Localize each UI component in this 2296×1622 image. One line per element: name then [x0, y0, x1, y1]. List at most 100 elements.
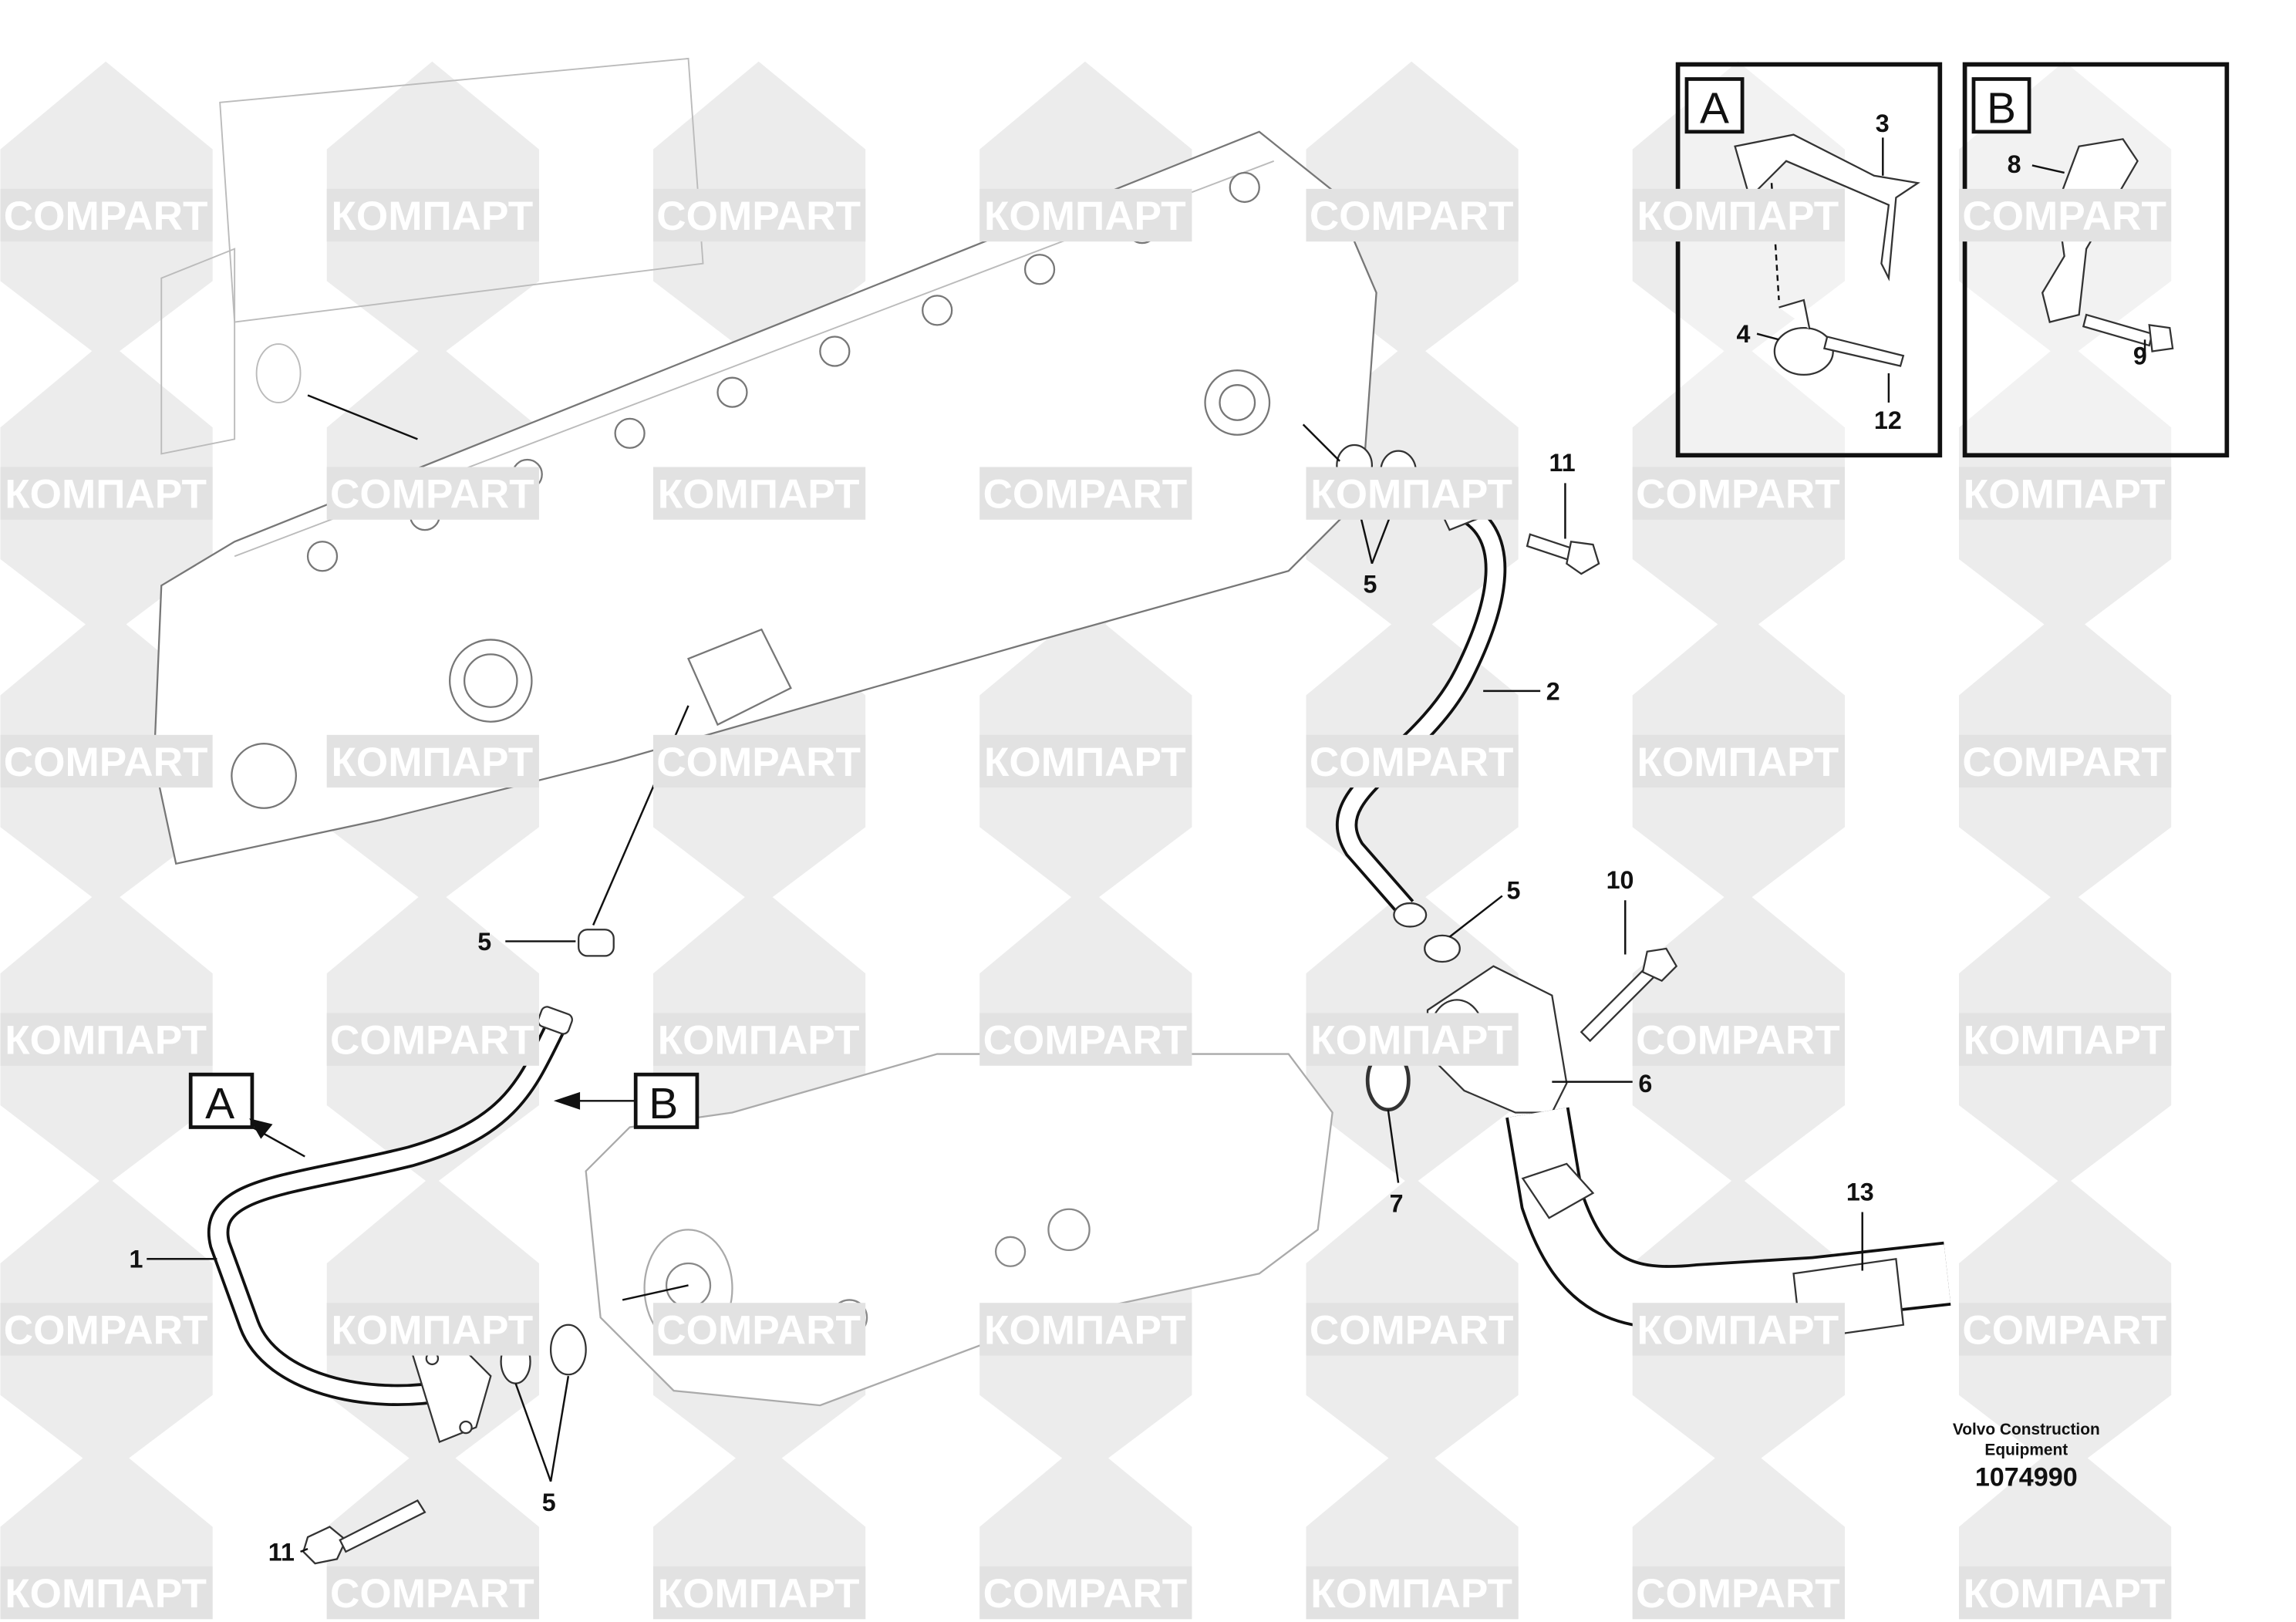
callout-6: 6 — [1638, 1070, 1652, 1098]
watermark-band — [979, 1303, 1192, 1356]
svg-text:A: A — [205, 1079, 234, 1128]
callout-11: 11 — [268, 1538, 295, 1566]
callout-12: 12 — [1874, 406, 1902, 434]
manufacturer-line-2: Equipment — [1984, 1442, 2068, 1459]
svg-text:B: B — [1987, 83, 2016, 133]
watermark-text: COMPART — [330, 1571, 534, 1617]
head-bolt-boss — [819, 336, 851, 367]
callout-11: 11 — [1549, 449, 1576, 477]
view-b-marker: B — [553, 1072, 700, 1129]
watermark-text: COMPART — [1636, 472, 1840, 518]
watermark-text: КОМПАРТ — [1964, 1571, 2166, 1617]
watermark-band — [1632, 734, 1845, 788]
detail-inset-b: B 8 9 — [1962, 62, 2230, 458]
watermark-text: COMPART — [1962, 1307, 2166, 1353]
watermark-text: COMPART — [983, 1571, 1188, 1617]
watermark-band — [326, 1013, 539, 1066]
callout-1: 1 — [129, 1246, 143, 1273]
watermark-band — [652, 188, 866, 242]
watermark-text: КОМПАРТ — [5, 1571, 207, 1617]
watermark-band — [1632, 188, 1845, 242]
watermark-text: COMPART — [656, 740, 861, 785]
head-bolt-boss — [922, 295, 953, 326]
watermark-text: КОМПАРТ — [1310, 1571, 1512, 1617]
watermark-text: COMPART — [1962, 740, 2166, 785]
watermark-band — [1306, 1303, 1519, 1356]
head-bolt-boss — [306, 541, 339, 572]
drawing-footer: Volvo Construction Equipment 1074990 — [1953, 1421, 2100, 1492]
watermark-text: КОМПАРТ — [984, 740, 1186, 785]
watermark-text: COMPART — [4, 740, 208, 785]
watermark-text: КОМПАРТ — [658, 472, 860, 518]
watermark-text: COMPART — [4, 1307, 208, 1353]
callout-10: 10 — [1607, 866, 1634, 894]
callout-13: 13 — [1846, 1178, 1874, 1206]
callout-5: 5 — [1364, 571, 1377, 599]
seal-ring — [1424, 934, 1461, 963]
manufacturer-line-1: Volvo Construction — [1953, 1421, 2100, 1438]
watermark-text: КОМПАРТ — [1637, 740, 1839, 785]
watermark-text: КОМПАРТ — [984, 1307, 1186, 1353]
bolt-11-upper — [1526, 533, 1600, 575]
watermark-band — [1632, 1013, 1845, 1066]
watermark-text: COMPART — [330, 1018, 534, 1064]
watermark-band — [652, 1013, 866, 1066]
watermark-text: КОМПАРТ — [1637, 194, 1839, 239]
watermark-band — [0, 734, 213, 788]
callout-2: 2 — [1546, 677, 1560, 705]
head-bolt-boss — [1229, 171, 1260, 204]
watermark-band — [1959, 1566, 2172, 1620]
callout-7: 7 — [1390, 1190, 1404, 1218]
watermark-text: COMPART — [1310, 194, 1514, 239]
watermark-band — [652, 1566, 866, 1620]
view-a-marker: A — [188, 1072, 305, 1158]
watermark-text: COMPART — [656, 1307, 861, 1353]
watermark-band — [1959, 734, 2172, 788]
watermark-band — [1306, 467, 1519, 520]
watermark-band — [326, 188, 539, 242]
watermark-text: КОМПАРТ — [1310, 472, 1512, 518]
watermark-band — [0, 188, 213, 242]
svg-text:A: A — [1700, 83, 1729, 133]
watermark-band — [652, 1303, 866, 1356]
watermark-band — [652, 734, 866, 788]
watermark-text: КОМПАРТ — [984, 194, 1186, 239]
seal-ring — [549, 1324, 587, 1376]
watermark-band — [0, 1566, 213, 1620]
callout-9: 9 — [2133, 342, 2147, 370]
watermark-band — [0, 467, 213, 520]
watermark-text: КОМПАРТ — [5, 1018, 207, 1064]
watermark-text: COMPART — [1310, 1307, 1514, 1353]
bolt-11-lower — [302, 1499, 426, 1565]
bolt-10 — [1580, 947, 1678, 1043]
watermark-band — [979, 467, 1192, 520]
watermark-text: КОМПАРТ — [332, 740, 534, 785]
callout-8: 8 — [2008, 150, 2021, 178]
watermark-text: COMPART — [330, 472, 534, 518]
detail-inset-a: A 3 4 12 — [1675, 62, 1943, 458]
watermark-text: КОМПАРТ — [332, 194, 534, 239]
watermark-text: COMPART — [1962, 194, 2166, 239]
watermark-band — [1306, 734, 1519, 788]
watermark-text: КОМПАРТ — [5, 472, 207, 518]
watermark-text: КОМПАРТ — [1310, 1018, 1512, 1064]
watermark-text: COMPART — [983, 1018, 1188, 1064]
callout-5: 5 — [477, 928, 491, 956]
watermark-text: КОМПАРТ — [1964, 1018, 2166, 1064]
watermark-band — [652, 467, 866, 520]
watermark-band — [0, 1013, 213, 1066]
seal-sleeve — [578, 929, 615, 957]
watermark-text: КОМПАРТ — [332, 1307, 534, 1353]
drawing-number: 1074990 — [1975, 1462, 2078, 1492]
callout-5: 5 — [542, 1489, 556, 1516]
watermark-band — [0, 1303, 213, 1356]
svg-text:B: B — [649, 1079, 678, 1128]
watermark-band — [326, 467, 539, 520]
watermark-band — [326, 1303, 539, 1356]
watermark-layer: COMPART КОМПАРТ COMPART КОМПАРТ COMPART КОМПА… — [0, 188, 2172, 1620]
watermark-text: КОМПАРТ — [1637, 1307, 1839, 1353]
watermark-band — [1959, 467, 2172, 520]
callout-5: 5 — [1507, 876, 1521, 904]
watermark-text: COMPART — [1636, 1018, 1840, 1064]
